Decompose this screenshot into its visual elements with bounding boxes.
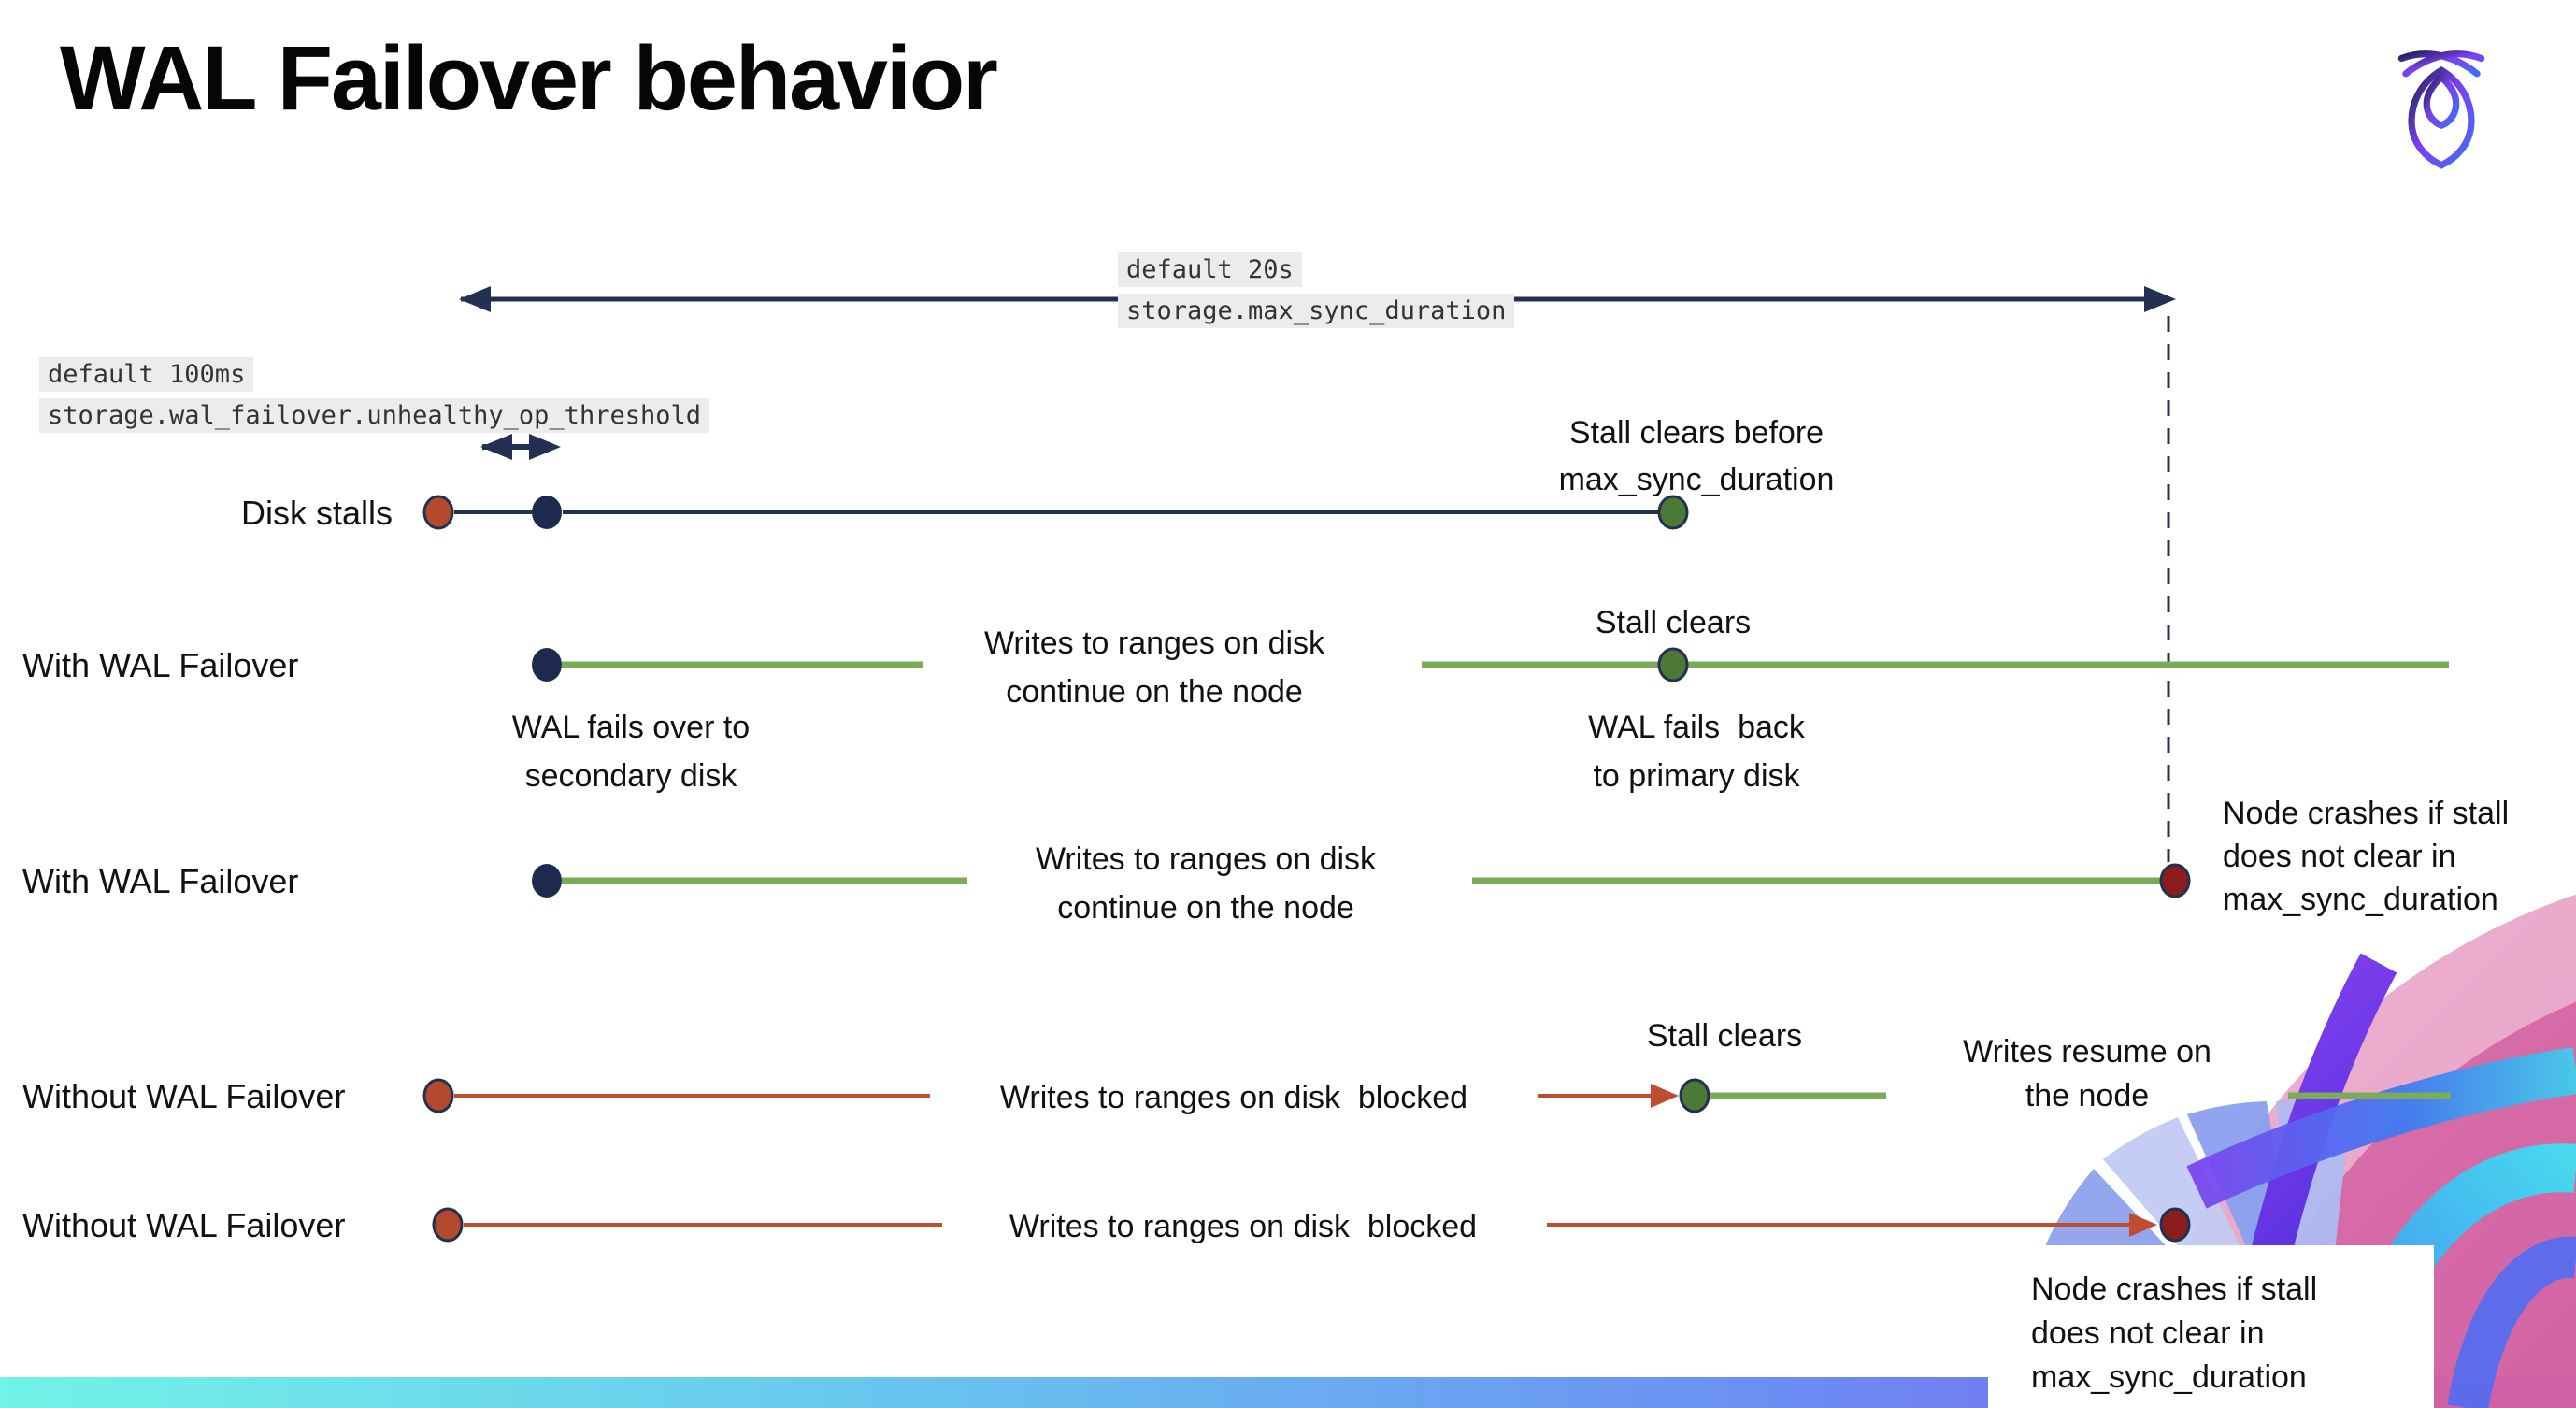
row-label-with-wal-failover-2: With WAL Failover [22, 862, 299, 900]
note-wal-fails-over: WAL fails over to secondary disk [511, 710, 751, 794]
note-node-crashes-row5: Node crashes if stall does not clear in … [2031, 1272, 2318, 1395]
note-stall-clears-row4: Stall clears [1646, 1018, 1803, 1054]
note-stall-clears-row2: Stall clears [1595, 605, 1752, 640]
disk-stall-start-dot [422, 495, 454, 530]
node-crash-dot-row3 [2159, 863, 2191, 898]
note-writes-blocked-row4: Writes to ranges on disk blocked [999, 1080, 1468, 1115]
note-writes-continue-row2: Writes to ranges on disk continue on the… [983, 625, 1325, 710]
stall-clears-dot-row1 [1657, 495, 1689, 530]
stall-clears-dot-row4 [1679, 1078, 1710, 1113]
violet-horizontal-band [2186, 1047, 2576, 1209]
failover-threshold-dot [532, 496, 562, 529]
note-stall-clears-before: Stall clears before max_sync_duration [1558, 415, 1835, 497]
callout-max-sync-default: default 20s [1118, 252, 1302, 287]
failover-dot-row3 [532, 864, 562, 898]
page-title: WAL Failover behavior [60, 27, 998, 129]
row-label-with-wal-failover-1: With WAL Failover [22, 646, 299, 684]
note-wal-fails-back: WAL fails back to primary disk [1588, 710, 1805, 794]
cockroachdb-logo-icon [2397, 50, 2485, 169]
node-crash-callout-box: Node crashes if stall does not clear in … [1988, 1245, 2434, 1408]
callout-max-sync-setting: storage.max_sync_duration [1118, 294, 1515, 328]
stall-clears-dot-row2 [1657, 647, 1689, 682]
stall-start-dot-row4 [422, 1078, 454, 1113]
blue-arch-inner [2447, 1236, 2576, 1408]
callout-threshold-default: default 100ms [39, 357, 254, 392]
note-writes-continue-row3: Writes to ranges on disk continue on the… [1035, 841, 1377, 926]
failover-dot-row2 [532, 648, 562, 682]
callout-threshold-setting: storage.wal_failover.unhealthy_op_thresh… [39, 398, 709, 433]
row-label-without-wal-failover-1: Without WAL Failover [22, 1077, 346, 1115]
note-node-crashes-row3: Node crashes if stall does not clear in … [2223, 796, 2510, 917]
row-label-disk-stalls: Disk stalls [240, 494, 393, 532]
node-crash-dot-row5 [2159, 1207, 2191, 1243]
note-writes-resume: Writes resume on the node [1963, 1034, 2211, 1113]
row-label-without-wal-failover-2: Without WAL Failover [22, 1206, 346, 1244]
stall-start-dot-row5 [432, 1207, 464, 1243]
note-writes-blocked-row5: Writes to ranges on disk blocked [1009, 1209, 1478, 1244]
